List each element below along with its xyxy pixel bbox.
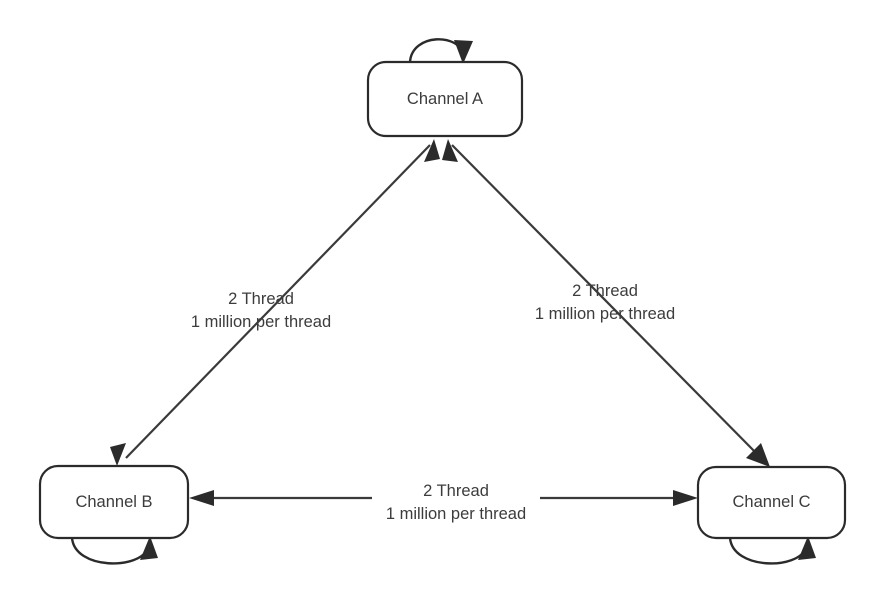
self-loop-b[interactable] [70, 536, 158, 565]
edge-a-b-label-line1: 2 Thread [228, 290, 294, 308]
edge-a-c-arrowhead-at-c [746, 443, 770, 467]
edge-b-c-label-line2: 1 million per thread [385, 505, 527, 524]
edge-a-b-arrowhead-at-b [110, 443, 126, 466]
edge-b-c-label-line1: 2 Thread [423, 482, 489, 500]
self-loop-b-arrowhead [140, 536, 158, 560]
self-loop-b-arc [70, 537, 150, 565]
edge-a-b-label: 2 Thread 1 million per thread [156, 288, 366, 335]
edge-a-c[interactable] [442, 139, 770, 467]
self-loop-a-arrowhead [454, 40, 473, 64]
edge-a-c-label: 2 Thread 1 million per thread [500, 280, 710, 327]
self-loop-c-arc [728, 537, 808, 565]
edge-a-b[interactable] [110, 139, 440, 466]
edge-a-b-line [125, 144, 431, 459]
edge-a-c-line [451, 144, 763, 460]
self-loop-a[interactable] [408, 38, 473, 64]
edge-b-c-arrowhead-at-b [189, 490, 214, 506]
edge-a-b-label-line2: 1 million per thread [190, 313, 332, 332]
node-channel-c-box[interactable] [696, 465, 847, 540]
edge-b-c-label: 2 Thread 1 million per thread [351, 480, 561, 527]
edge-a-c-label-line2: 1 million per thread [534, 305, 676, 324]
self-loop-c[interactable] [728, 536, 816, 565]
node-channel-b-box[interactable] [38, 464, 190, 540]
self-loop-c-arrowhead [798, 536, 816, 560]
edge-b-c[interactable] [189, 490, 698, 506]
edge-b-c-arrowhead-at-c [673, 490, 698, 506]
node-channel-a-box[interactable] [366, 60, 524, 138]
edge-a-b-arrowhead-at-a [424, 139, 440, 162]
edge-a-c-arrowhead-at-a [442, 139, 458, 162]
edge-a-c-label-line1: 2 Thread [572, 282, 638, 300]
